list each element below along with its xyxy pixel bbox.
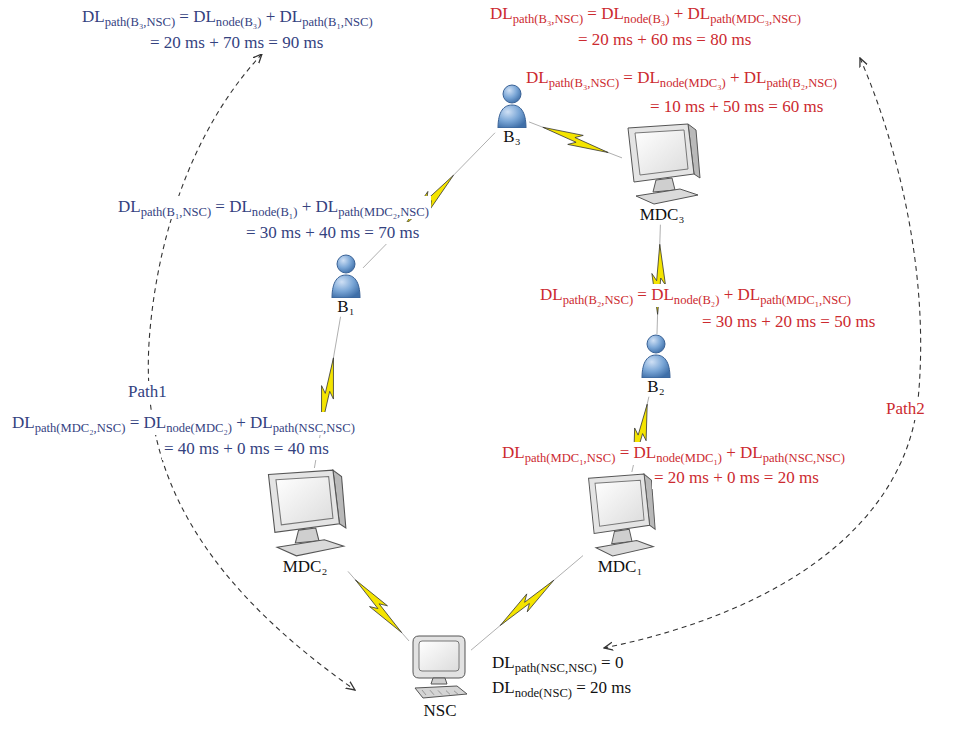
user-node: B₂ bbox=[639, 334, 673, 397]
node-name: B₃ bbox=[495, 128, 529, 147]
user-node: B₃ bbox=[495, 84, 529, 147]
node-name: MDC₂ bbox=[262, 558, 348, 577]
delay-formula: DLpath(MDC₂,NSC) = DLnode(MDC₂) + DLpath… bbox=[10, 412, 357, 435]
computer-icon bbox=[409, 632, 471, 702]
link-line bbox=[348, 571, 409, 641]
node-name: NSC bbox=[409, 702, 471, 721]
delay-value: = 20 ms + 60 ms = 80 ms bbox=[576, 29, 753, 51]
monitor-icon bbox=[583, 472, 657, 558]
node-name: MDC₁ bbox=[583, 558, 657, 577]
delay-value: = 10 ms + 50 ms = 60 ms bbox=[648, 96, 825, 118]
path-name: Path2 bbox=[884, 398, 927, 420]
person-icon bbox=[639, 334, 673, 378]
wireless-link bbox=[471, 556, 583, 651]
delay-value: = 40 ms + 0 ms = 40 ms bbox=[162, 438, 331, 460]
node-name: B₂ bbox=[639, 378, 673, 397]
lightning-bolt bbox=[355, 580, 401, 633]
link-line bbox=[471, 556, 583, 651]
path1-curve bbox=[148, 54, 355, 690]
delay-formula: DLpath(B₃,NSC) = DLnode(B₃) + DLpath(B₁,… bbox=[80, 6, 375, 29]
node-name: B₁ bbox=[329, 298, 363, 317]
delay-formula: DLpath(B₃,NSC) = DLnode(B₃) + DLpath(MDC… bbox=[488, 3, 803, 26]
wireless-link bbox=[652, 225, 666, 334]
delay-value: = 20 ms + 0 ms = 20 ms bbox=[652, 467, 821, 489]
nsc-delay: DLpath(NSC,NSC) = 0 bbox=[490, 652, 625, 675]
monitor-icon bbox=[622, 122, 702, 206]
wireless-link bbox=[529, 122, 622, 158]
delay-formula: DLpath(MDC₁,NSC) = DLnode(MDC₁) + DLpath… bbox=[500, 442, 847, 465]
person-icon bbox=[495, 84, 529, 128]
mdc-node: MDC₁ bbox=[583, 472, 657, 577]
delay-value: = 30 ms + 20 ms = 50 ms bbox=[700, 311, 877, 333]
path2-curve bbox=[604, 58, 921, 648]
delay-value: = 30 ms + 40 ms = 70 ms bbox=[244, 222, 421, 244]
nsc-node: NSC bbox=[409, 632, 471, 721]
delay-formula: DLpath(B₂,NSC) = DLnode(B₂) + DLpath(MDC… bbox=[538, 284, 853, 307]
link-line bbox=[529, 122, 622, 158]
person-icon bbox=[329, 254, 363, 298]
delay-formula: DLpath(B₁,NSC) = DLnode(B₁) + DLpath(MDC… bbox=[116, 196, 431, 219]
lightning-bolt bbox=[500, 580, 553, 625]
delay-value: = 20 ms + 70 ms = 90 ms bbox=[148, 32, 325, 54]
lightning-bolt bbox=[543, 127, 608, 152]
wireless-link bbox=[348, 571, 409, 641]
mdc-node: MDC₂ bbox=[262, 468, 348, 577]
path-name: Path1 bbox=[126, 381, 169, 403]
nsc-delay: DLnode(NSC) = 20 ms bbox=[490, 677, 633, 700]
mdc-node: MDC₃ bbox=[622, 122, 702, 225]
delay-formula: DLpath(B₃,NSC) = DLnode(MDC₃) + DLpath(B… bbox=[524, 67, 839, 90]
user-node: B₁ bbox=[329, 254, 363, 317]
node-name: MDC₃ bbox=[622, 206, 702, 225]
monitor-icon bbox=[262, 468, 348, 558]
